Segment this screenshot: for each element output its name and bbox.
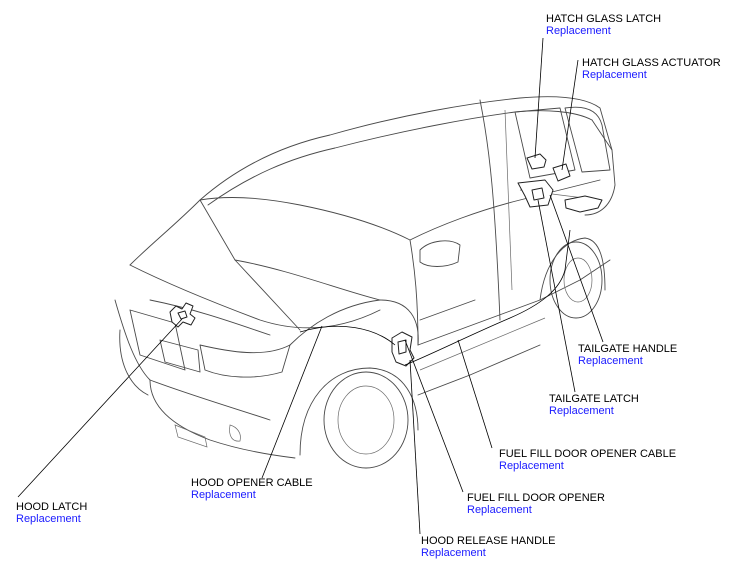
replacement-link-hood-release-handle[interactable]: Replacement bbox=[421, 547, 486, 559]
callout-hood-latch: HOOD LATCH Replacement bbox=[16, 501, 87, 525]
label-hood-release-handle: HOOD RELEASE HANDLE bbox=[421, 535, 556, 547]
suv-body-outline bbox=[114, 96, 616, 469]
label-hatch-glass-actuator: HATCH GLASS ACTUATOR bbox=[582, 57, 721, 69]
tailgate-latch-part bbox=[517, 179, 554, 208]
callout-hood-opener-cable: HOOD OPENER CABLE Replacement bbox=[191, 477, 313, 501]
label-tailgate-handle: TAILGATE HANDLE bbox=[578, 343, 678, 355]
callout-fuel-fill-door-opener: FUEL FILL DOOR OPENER Replacement bbox=[467, 492, 605, 516]
fuel-fill-door-opener-part bbox=[391, 331, 415, 367]
replacement-link-fuel-fill-door-opener[interactable]: Replacement bbox=[467, 504, 532, 516]
replacement-link-fuel-fill-door-opener-cable[interactable]: Replacement bbox=[499, 460, 564, 472]
hatch-glass-latch-part bbox=[526, 153, 547, 170]
label-hood-latch: HOOD LATCH bbox=[16, 501, 88, 513]
replacement-link-hatch-glass-actuator[interactable]: Replacement bbox=[582, 69, 647, 81]
label-tailgate-latch: TAILGATE LATCH bbox=[549, 393, 639, 405]
label-hood-opener-cable: HOOD OPENER CABLE bbox=[191, 477, 313, 489]
hatch-glass-actuator-part bbox=[552, 163, 571, 182]
leader-lines bbox=[17, 37, 604, 535]
callout-hood-release-handle: HOOD RELEASE HANDLE Replacement bbox=[421, 535, 555, 559]
replacement-link-hatch-glass-latch[interactable]: Replacement bbox=[546, 25, 611, 37]
callout-hatch-glass-latch: HATCH GLASS LATCH Replacement bbox=[546, 13, 661, 37]
label-fuel-fill-door-opener: FUEL FILL DOOR OPENER bbox=[467, 492, 605, 504]
callout-hatch-glass-actuator: HATCH GLASS ACTUATOR Replacement bbox=[582, 57, 721, 81]
hood-latch-part bbox=[169, 302, 196, 328]
tailgate-handle-part bbox=[564, 195, 603, 213]
replacement-link-hood-opener-cable[interactable]: Replacement bbox=[191, 489, 256, 501]
replacement-link-tailgate-latch[interactable]: Replacement bbox=[549, 405, 614, 417]
callout-tailgate-latch: TAILGATE LATCH Replacement bbox=[549, 393, 639, 417]
replacement-link-tailgate-handle[interactable]: Replacement bbox=[578, 355, 643, 367]
callout-tailgate-handle: TAILGATE HANDLE Replacement bbox=[578, 343, 677, 367]
callout-fuel-fill-door-opener-cable: FUEL FILL DOOR OPENER CABLE Replacement bbox=[499, 448, 676, 472]
label-fuel-fill-door-opener-cable: FUEL FILL DOOR OPENER CABLE bbox=[499, 448, 677, 460]
label-hatch-glass-latch: HATCH GLASS LATCH bbox=[546, 13, 662, 25]
replacement-link-hood-latch[interactable]: Replacement bbox=[16, 513, 81, 525]
cable-routing bbox=[299, 229, 571, 366]
